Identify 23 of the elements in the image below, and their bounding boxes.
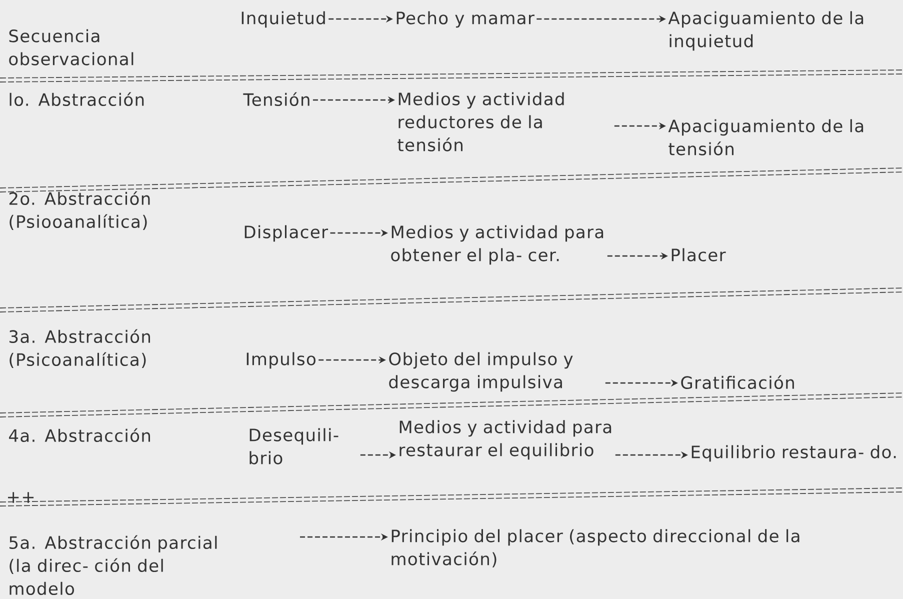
flow-text: Medios y actividad para obtener el pla- cer. (391, 225, 604, 265)
row-label: 4a. Abstracción (9, 428, 150, 442)
flow-text: Impulso (246, 352, 316, 369)
flow-text: Tensión (243, 92, 310, 106)
flow-text: Placer (672, 248, 726, 262)
flow-text: Principio del placer (aspecto direccional de la motivación) (392, 529, 800, 568)
flow-text: Objeto del impulso y descarga impulsiva (389, 352, 573, 392)
row-label: lo. Abstracción (10, 92, 144, 106)
flow-text: Inquietud (242, 11, 325, 28)
flow-text: Pecho y mamar (396, 11, 534, 28)
row-label: 3a. Abstracción (Psicoanalítica) (10, 329, 150, 368)
flow-text: Desequili- brio (250, 428, 338, 464)
row-label: Secuencia observacional (9, 29, 134, 66)
flow-text: Apaciguamiento de la tensión (668, 119, 864, 156)
flow-text: Equilibrio restaura- do. (692, 445, 896, 462)
flow-text: Gratificación (681, 375, 794, 390)
flow-text: Medios y actividad para restaurar el equilibrio (400, 420, 612, 460)
flow-text: Displacer (244, 225, 328, 242)
row-label: 2o. Abstracción (Psiooanalítica) (9, 191, 150, 230)
flow-text: Medios y actividad reductores de la tensión (398, 92, 564, 152)
flow-text: Apaciguamiento de la inquietud (668, 11, 864, 51)
row-label: 5a. Abstracción parcial (la direc- ción del modelo (10, 535, 217, 596)
row-label: ++ (8, 492, 34, 503)
